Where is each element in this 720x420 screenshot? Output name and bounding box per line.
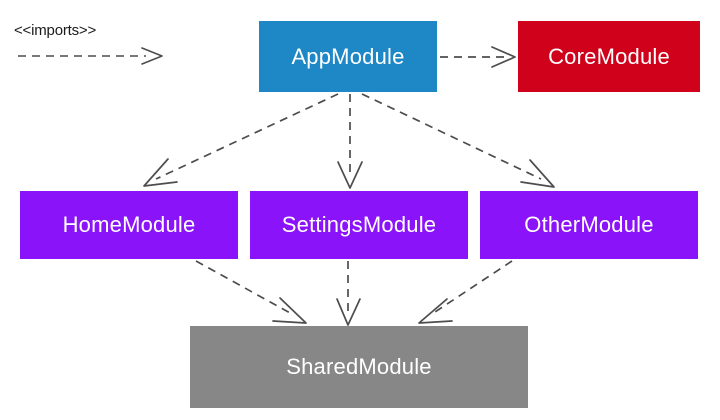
node-home-module[interactable]: HomeModule (20, 191, 238, 259)
legend: <<imports>> (14, 22, 184, 72)
node-other-module[interactable]: OtherModule (480, 191, 698, 259)
node-core-module[interactable]: CoreModule (518, 21, 700, 92)
legend-label: <<imports>> (14, 22, 97, 39)
node-core-module-label: CoreModule (548, 43, 670, 69)
node-settings-module[interactable]: SettingsModule (250, 191, 468, 259)
legend-dashed-arrow-icon (18, 47, 163, 65)
node-other-module-label: OtherModule (524, 212, 654, 237)
node-app-module[interactable]: AppModule (259, 21, 437, 92)
node-home-module-label: HomeModule (62, 212, 196, 237)
edge-app-to-settings (337, 94, 363, 189)
node-settings-module-label: SettingsModule (281, 212, 437, 237)
edge-settings-to-shared (336, 261, 361, 326)
node-shared-module-label: SharedModule (286, 354, 432, 379)
edge-app-to-core (440, 46, 516, 68)
edge-app-to-other (361, 93, 555, 188)
edge-home-to-shared (195, 260, 307, 324)
node-shared-module[interactable]: SharedModule (190, 326, 528, 408)
edge-app-to-home (143, 93, 339, 187)
node-app-module-label: AppModule (291, 43, 405, 69)
edge-other-to-shared (418, 260, 513, 324)
